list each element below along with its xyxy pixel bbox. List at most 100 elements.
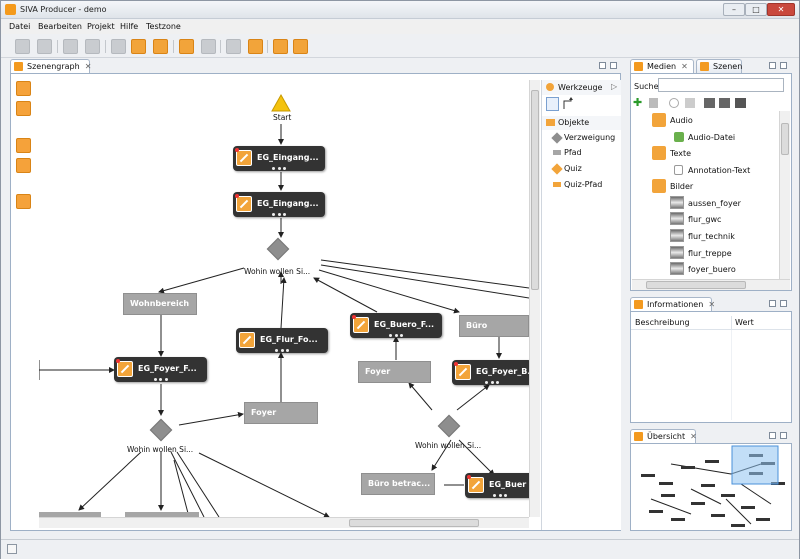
path-node-partial[interactable] — [39, 512, 101, 517]
scrollbar-thumb[interactable] — [646, 281, 746, 289]
scene-node[interactable]: EG_Foyer_B... — [452, 360, 529, 385]
close-tab-icon[interactable]: ✕ — [708, 300, 716, 309]
tree-item-label: foyer_buero — [688, 265, 736, 274]
close-tab-icon[interactable]: ✕ — [681, 62, 688, 71]
tree-item-audio[interactable]: Audio — [652, 113, 693, 127]
download-icon[interactable] — [273, 39, 288, 54]
scene-node[interactable]: EG_Flur_Fo... — [236, 328, 328, 353]
fast-view-icon[interactable] — [7, 544, 17, 554]
overview-panel[interactable] — [630, 443, 792, 531]
remove-scene-icon[interactable] — [201, 39, 216, 54]
tree-item-bilder[interactable]: Bilder — [652, 179, 693, 193]
scene-node[interactable]: EG_Eingang... — [233, 192, 325, 217]
path-node-partial[interactable] — [125, 512, 199, 517]
search-input[interactable] — [658, 78, 784, 92]
maximize-editor-icon[interactable] — [610, 62, 617, 69]
tree-item-image[interactable]: flur_technik — [670, 229, 735, 242]
add-icon[interactable]: ✚ — [633, 96, 643, 109]
tree-item-label: flur_technik — [688, 232, 735, 241]
path-node[interactable]: Foyer — [358, 361, 431, 383]
tab-informationen[interactable]: Informationen✕ — [630, 297, 716, 311]
palette-item-quiz[interactable]: Quiz — [551, 163, 582, 175]
tab-szenen[interactable]: Szenen — [696, 59, 742, 73]
tree-item-image[interactable]: flur_gwc — [670, 212, 721, 225]
start-triangle[interactable] — [271, 94, 291, 112]
scene-node[interactable]: EG_Buero_F... — [350, 313, 442, 338]
menu-bearbeiten[interactable]: Bearbeiten — [38, 22, 82, 31]
menu-projekt[interactable]: Projekt — [87, 22, 115, 31]
path-node[interactable]: Foyer — [244, 402, 318, 424]
zoom-icon[interactable] — [669, 98, 679, 108]
connect-tool-icon[interactable] — [562, 97, 575, 111]
settings-icon[interactable] — [293, 39, 308, 54]
graph-canvas[interactable]: Start EG_Eingang... EG_Eingang... Wohin … — [39, 80, 529, 517]
select-tool-icon[interactable] — [546, 97, 559, 111]
menu-testzone[interactable]: Testzone — [146, 22, 181, 31]
tree-item-image[interactable]: foyer_buero — [670, 262, 736, 275]
tab-uebersicht[interactable]: Übersicht ✕ — [630, 429, 697, 443]
close-tab-icon[interactable]: ✕ — [84, 62, 92, 71]
side-comment-icon[interactable] — [16, 194, 31, 209]
minimize-panel-icon[interactable] — [769, 300, 776, 307]
palette-item-pfad[interactable]: Pfad — [553, 148, 582, 157]
menu-datei[interactable]: Datei — [9, 22, 31, 31]
import-icon[interactable] — [63, 39, 78, 54]
tab-szenengraph[interactable]: Szenengraph✕ — [10, 59, 92, 73]
scene-node[interactable]: EG_Eingang... — [233, 146, 325, 171]
tree-item-image[interactable]: aussen_foyer — [670, 196, 741, 209]
minimize-editor-icon[interactable] — [599, 62, 606, 69]
new-project-icon[interactable] — [15, 39, 30, 54]
minimize-panel-icon[interactable] — [769, 62, 776, 69]
palette-collapse-icon[interactable]: ▷ — [611, 82, 618, 91]
tree-item-image[interactable]: flur_treppe — [670, 246, 732, 259]
path-node[interactable]: Büro betrac... — [361, 473, 435, 495]
media-horizontal-scrollbar[interactable] — [632, 279, 790, 290]
tree-item-audio-datei[interactable]: Audio-Datei — [674, 132, 735, 142]
scrollbar-thumb[interactable] — [349, 519, 479, 527]
tab-uebersicht-label: Übersicht — [647, 432, 686, 441]
tree-item-texte[interactable]: Texte — [652, 146, 691, 160]
path-node[interactable]: Büro — [459, 315, 529, 337]
scrollbar-thumb[interactable] — [781, 123, 789, 155]
image-icon[interactable] — [153, 39, 168, 54]
canvas-horizontal-scrollbar[interactable] — [39, 517, 529, 528]
scene-node[interactable]: EG_Foyer_F... — [114, 357, 207, 382]
palette-item-verzweigung[interactable]: Verzweigung — [551, 132, 615, 144]
tree-item-annotation-text[interactable]: Annotation-Text — [674, 165, 750, 175]
minimize-button[interactable]: – — [723, 3, 745, 16]
tab-medien[interactable]: Medien✕ — [630, 59, 694, 73]
tab-szenen-label: Szenen — [713, 62, 743, 71]
path-node[interactable]: Wohnbereich — [123, 293, 197, 315]
rename-icon[interactable] — [685, 98, 695, 108]
filmstrip2-icon[interactable] — [719, 98, 730, 108]
side-add-icon[interactable] — [16, 81, 31, 96]
media-vertical-scrollbar[interactable] — [779, 111, 790, 279]
side-add2-icon[interactable] — [16, 101, 31, 116]
question-label: Wohin wollen Si... — [127, 445, 194, 454]
palette-item-quiz-pfad[interactable]: Quiz-Pfad — [553, 180, 602, 189]
delete-icon[interactable] — [649, 98, 658, 108]
list-icon[interactable] — [248, 39, 263, 54]
filmstrip-icon[interactable] — [704, 98, 715, 108]
scrollbar-thumb[interactable] — [531, 90, 539, 290]
save-icon[interactable] — [37, 39, 52, 54]
overview-viewport[interactable] — [731, 445, 779, 485]
minimize-panel-icon[interactable] — [769, 432, 776, 439]
side-info2-icon[interactable] — [16, 158, 31, 173]
export-icon[interactable] — [85, 39, 100, 54]
scene-node[interactable]: EG_Buer — [465, 473, 529, 498]
close-tab-icon[interactable]: ✕ — [690, 432, 697, 441]
maximize-panel-icon[interactable] — [780, 300, 787, 307]
add-scene-icon[interactable] — [179, 39, 194, 54]
maximize-panel-icon[interactable] — [780, 62, 787, 69]
maximize-button[interactable]: □ — [745, 3, 767, 16]
side-info-icon[interactable] — [16, 138, 31, 153]
users-icon[interactable] — [226, 39, 241, 54]
canvas-vertical-scrollbar[interactable] — [529, 80, 540, 517]
menu-hilfe[interactable]: Hilfe — [120, 22, 139, 31]
undo-icon[interactable] — [111, 39, 126, 54]
close-button[interactable]: ✕ — [767, 3, 795, 16]
maximize-panel-icon[interactable] — [780, 432, 787, 439]
filmstrip3-icon[interactable] — [735, 98, 746, 108]
search-scene-icon[interactable] — [131, 39, 146, 54]
